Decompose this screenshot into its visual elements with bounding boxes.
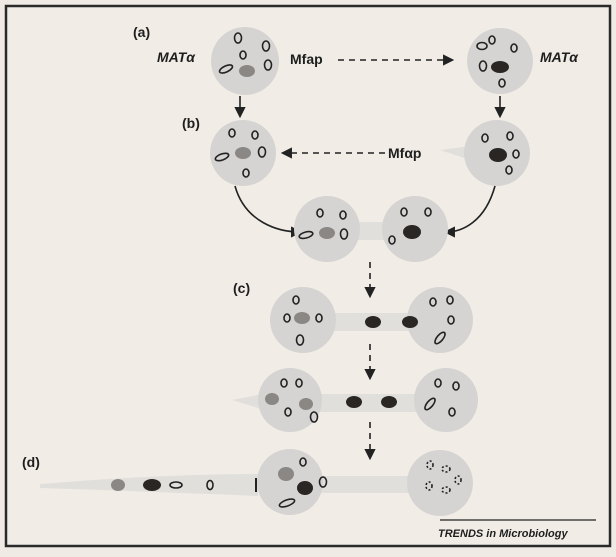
organelle [169, 481, 183, 489]
organelle-degraded [426, 460, 434, 470]
organelle [228, 128, 236, 138]
panel-label-b: (b) [182, 115, 200, 131]
mat-label-left: MATα [157, 49, 196, 65]
nucleus [489, 148, 507, 162]
cell-body [257, 449, 323, 515]
organelle [242, 168, 250, 178]
fusion-arrow-left [234, 185, 303, 238]
organelle-degraded [441, 486, 451, 494]
organelle [299, 457, 307, 467]
organelle [315, 313, 323, 323]
organelle [446, 295, 454, 305]
organelle [505, 165, 513, 175]
organelle [498, 78, 506, 88]
nucleus [403, 225, 421, 239]
organelle [261, 40, 271, 52]
conjugation-tube [300, 394, 440, 412]
organelle [316, 208, 324, 218]
cell-body-empty [407, 450, 473, 516]
organelle [309, 411, 319, 423]
organelle [295, 378, 303, 388]
nucleus [294, 312, 310, 324]
panel-label-c: (c) [233, 280, 250, 296]
organelle [280, 378, 288, 388]
mat-label-right: MATα [540, 49, 579, 65]
organelle [278, 498, 296, 508]
cell-a-right [467, 28, 533, 94]
organelle [283, 313, 291, 323]
nucleus [297, 481, 313, 495]
cell-pair-fusing [294, 196, 448, 262]
organelle [239, 50, 247, 60]
conjugation-tube [300, 476, 440, 493]
organelle [218, 64, 234, 74]
organelle [424, 397, 436, 411]
cell-pair-c-top [270, 287, 473, 353]
cell-pair-c-bottom [232, 368, 478, 432]
organelle [318, 476, 328, 488]
nucleus [278, 467, 294, 481]
organelle-degraded [454, 475, 462, 485]
nucleus [239, 65, 255, 77]
organelle [447, 315, 455, 325]
cell-body [414, 368, 478, 432]
cell-pair-d [40, 449, 473, 516]
cell-a-left [211, 27, 279, 95]
nucleus [299, 398, 313, 410]
nucleus [491, 61, 509, 73]
organelle [488, 35, 496, 45]
organelle [298, 230, 314, 240]
mfap-label-top: Mfap [290, 51, 323, 67]
organelle [339, 210, 347, 220]
organelle [292, 295, 300, 305]
cell-body [211, 27, 279, 95]
organelle-degraded [441, 465, 451, 473]
nucleus [265, 393, 279, 405]
fusion-arrow-right [443, 185, 496, 238]
organelle [206, 479, 214, 491]
mfap-label-middle: Mfαp [388, 145, 421, 161]
organelle [452, 381, 460, 391]
organelle [448, 407, 456, 417]
organelle-degraded [425, 481, 433, 491]
organelle [251, 130, 259, 140]
nucleus [365, 316, 381, 328]
nucleus [143, 479, 161, 491]
organelle [339, 228, 349, 240]
organelle [284, 407, 292, 417]
organelle [476, 41, 488, 51]
organelle [506, 131, 514, 141]
nucleus [346, 396, 362, 408]
organelle [481, 133, 489, 143]
panel-label-a: (a) [133, 24, 150, 40]
cell-body [258, 368, 322, 432]
journal-credit: TRENDS in Microbiology [438, 528, 568, 540]
cell-b-left [210, 120, 276, 186]
nucleus [381, 396, 397, 408]
organelle [233, 32, 243, 44]
panel-label-d: (d) [22, 454, 40, 470]
organelle [263, 59, 273, 71]
organelle [510, 43, 518, 53]
organelle [478, 60, 488, 72]
organelle [434, 378, 442, 388]
organelle [214, 152, 230, 162]
organelle [424, 207, 432, 217]
organelle [295, 334, 305, 346]
cell-body [407, 287, 473, 353]
nucleus-migrating [402, 316, 418, 328]
cell-b-right [440, 120, 530, 186]
organelle [512, 149, 520, 159]
mating-projection [440, 146, 470, 160]
organelle [257, 146, 267, 158]
nucleus [235, 147, 251, 159]
organelle [400, 207, 408, 217]
organelle [434, 331, 446, 345]
nucleus [111, 479, 125, 491]
nucleus [319, 227, 335, 239]
organelle [388, 235, 396, 245]
organelle [429, 297, 437, 307]
